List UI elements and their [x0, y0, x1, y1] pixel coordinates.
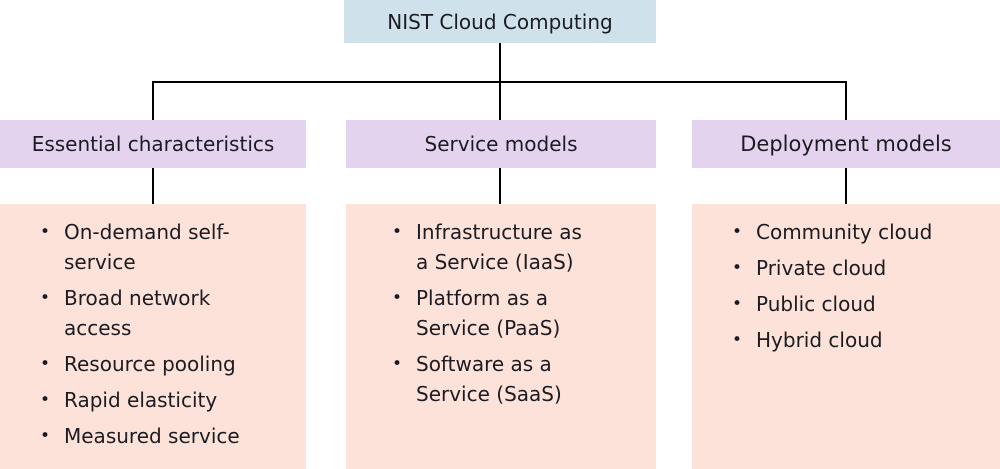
list-item: • Hybrid cloud: [732, 325, 990, 355]
list-item: • Private cloud: [732, 253, 990, 283]
bullet-icon: •: [40, 354, 51, 374]
connector-drop-middle: [499, 81, 501, 120]
root-node-nist-cloud-computing: NIST Cloud Computing: [344, 0, 656, 43]
list-item: • On-demand self- service: [40, 217, 296, 277]
connector-header-panel-right: [845, 168, 847, 204]
list-item: • Community cloud: [732, 217, 990, 247]
deployment-models-list: • Community cloud • Private cloud • Publ…: [732, 217, 990, 355]
bullet-icon: •: [392, 288, 403, 308]
list-item-text: Platform as a Service (PaaS): [416, 286, 561, 340]
bullet-icon: •: [732, 330, 743, 350]
bullet-icon: •: [732, 294, 743, 314]
header-service-models: Service models: [346, 120, 656, 168]
bullet-icon: •: [40, 222, 51, 242]
list-item: • Public cloud: [732, 289, 990, 319]
header-deployment-models: Deployment models: [692, 120, 1000, 168]
list-item: • Broad network access: [40, 283, 296, 343]
list-item-text: Hybrid cloud: [756, 328, 883, 352]
list-item-text: Measured service: [64, 424, 240, 448]
connector-header-panel-middle: [499, 168, 501, 204]
connector-drop-right: [845, 81, 847, 120]
bullet-icon: •: [40, 426, 51, 446]
list-item-text: Broad network access: [64, 286, 211, 340]
list-item: • Rapid elasticity: [40, 385, 296, 415]
panel-service-models: • Infrastructure as a Service (IaaS) • P…: [346, 204, 656, 469]
list-item-text: Public cloud: [756, 292, 876, 316]
list-item-text: Rapid elasticity: [64, 388, 218, 412]
connector-root-stem: [499, 43, 501, 82]
list-item-text: Private cloud: [756, 256, 887, 280]
service-models-list: • Infrastructure as a Service (IaaS) • P…: [392, 217, 646, 409]
bullet-icon: •: [392, 354, 403, 374]
bullet-icon: •: [392, 222, 403, 242]
list-item-text: Infrastructure as a Service (IaaS): [416, 220, 582, 274]
list-item-text: Software as a Service (SaaS): [416, 352, 562, 406]
bullet-icon: •: [732, 258, 743, 278]
panel-essential-characteristics: • On-demand self- service • Broad networ…: [0, 204, 306, 469]
list-item-text: Resource pooling: [64, 352, 236, 376]
list-item: • Infrastructure as a Service (IaaS): [392, 217, 646, 277]
list-item: • Platform as a Service (PaaS): [392, 283, 646, 343]
connector-drop-left: [152, 81, 154, 120]
connector-header-panel-left: [152, 168, 154, 204]
list-item: • Measured service: [40, 421, 296, 451]
list-item-text: On-demand self- service: [64, 220, 230, 274]
header-essential-characteristics: Essential characteristics: [0, 120, 306, 168]
bullet-icon: •: [732, 222, 743, 242]
list-item: • Resource pooling: [40, 349, 296, 379]
list-item: • Software as a Service (SaaS): [392, 349, 646, 409]
panel-deployment-models: • Community cloud • Private cloud • Publ…: [692, 204, 1000, 469]
essential-characteristics-list: • On-demand self- service • Broad networ…: [40, 217, 296, 451]
list-item-text: Community cloud: [756, 220, 933, 244]
bullet-icon: •: [40, 390, 51, 410]
bullet-icon: •: [40, 288, 51, 308]
